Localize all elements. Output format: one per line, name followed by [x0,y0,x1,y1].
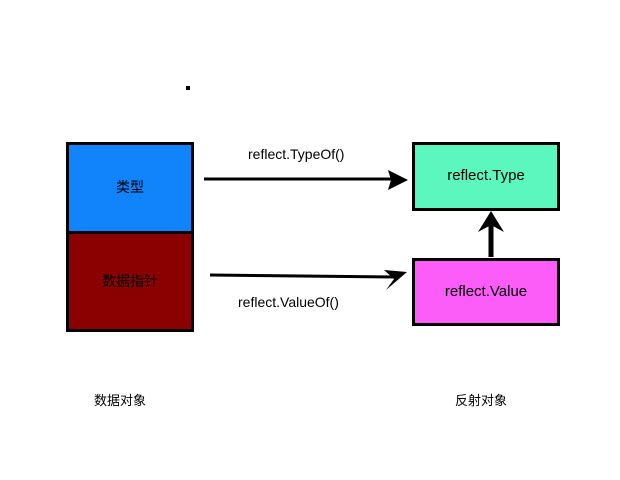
box-data-pointer-label: 数据指针 [102,272,158,289]
box-reflect-type: reflect.Type [412,142,560,211]
box-reflect-type-label: reflect.Type [447,167,525,185]
box-type: 类型 [66,142,194,233]
caption-data-object: 数据对象 [94,393,147,408]
box-reflect-value-label: reflect.Value [444,282,528,300]
arrow-valueof [209,270,407,290]
box-type-label: 类型 [116,179,144,196]
arrow-label-typeof: reflect.TypeOf() [248,146,345,162]
caption-reflect-object: 反射对象 [455,393,508,408]
box-data-pointer: 数据指针 [66,232,194,332]
arrow-value-to-type [478,211,504,257]
arrow-label-valueof: reflect.ValueOf() [238,294,339,310]
stray-dot-artifact [186,86,190,90]
box-reflect-value: reflect.Value [412,258,560,326]
arrow-typeof [204,170,408,190]
